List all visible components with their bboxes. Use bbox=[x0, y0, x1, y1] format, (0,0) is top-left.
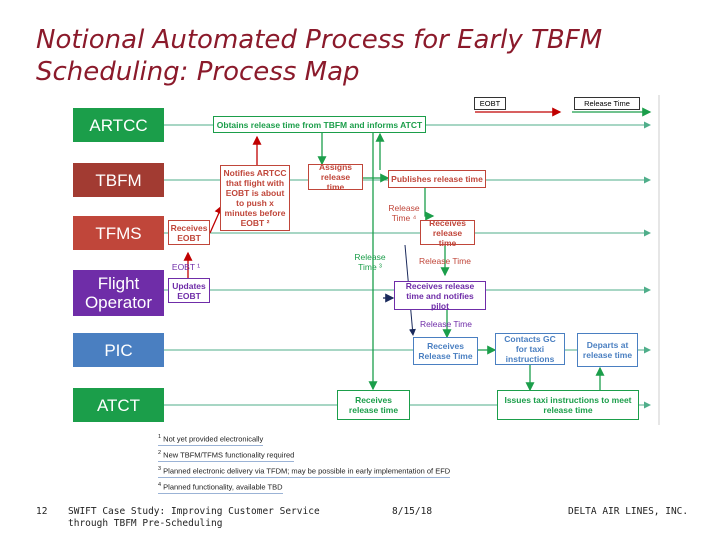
updates-eobt-box: Updates EOBT bbox=[168, 278, 210, 303]
receives-release-time-atct-box: Receives release time bbox=[337, 390, 410, 420]
label-release-time-fo: Release Time bbox=[420, 319, 472, 329]
receives-release-time-pic-box: Receives Release Time bbox=[413, 337, 478, 365]
lane-atct: ATCT bbox=[73, 388, 164, 422]
footer-page-number: 12 bbox=[36, 506, 48, 517]
lane-tfms: TFMS bbox=[73, 216, 164, 250]
footer-case-study: SWIFT Case Study: Improving Customer Ser… bbox=[68, 506, 320, 529]
legend-eobt: EOBT bbox=[474, 97, 506, 110]
contacts-gc-box: Contacts GC for taxi instructions bbox=[495, 333, 565, 365]
label-release-time-tfms: Release Time bbox=[419, 256, 471, 266]
assigns-release-time-box: Assigns release time bbox=[308, 162, 363, 192]
lane-pic: PIC bbox=[73, 333, 164, 367]
footer-company: DELTA AIR LINES, INC. bbox=[568, 506, 689, 517]
footer-date: 8/15/18 bbox=[392, 506, 433, 517]
page-title: Notional Automated Process for Early TBF… bbox=[36, 25, 603, 87]
lane-tbfm: TBFM bbox=[73, 163, 164, 197]
footnote-1: 1 Not yet provided electronically bbox=[158, 434, 264, 446]
release-time-4-arrow bbox=[424, 188, 435, 221]
footnote-3: 3 Planned electronic delivery via TFDM; … bbox=[158, 466, 451, 478]
publishes-release-time-box: Publishes release time bbox=[388, 170, 486, 188]
lane-flight-operator: Flight Operator bbox=[73, 270, 164, 316]
departs-at-release-time-box: Departs at release time bbox=[577, 333, 638, 367]
receives-release-time-tfms-box: Receives release time bbox=[420, 218, 475, 248]
footnote-2: 2 New TBFM/TFMS functionality required bbox=[158, 450, 295, 462]
obtains-release-time-box: Obtains release time from TBFM and infor… bbox=[213, 116, 426, 133]
issues-taxi-instructions-box: Issues taxi instructions to meet release… bbox=[497, 390, 639, 420]
notifies-artcc-box: Notifies ARTCC that flight with EOBT is … bbox=[220, 165, 290, 231]
legend-release-time: Release Time bbox=[574, 97, 640, 110]
receives-release-time-notifies-pilot-box: Receives release time and notifies pilot bbox=[394, 281, 486, 311]
lane-artcc: ARTCC bbox=[73, 108, 164, 142]
footnote-4: 4 Planned functionality, available TBD bbox=[158, 482, 283, 494]
receives-eobt-box: Receives EOBT bbox=[168, 220, 210, 245]
label-release-time-3: Release Time ³ bbox=[354, 252, 386, 272]
label-eobt-1: EOBT ¹ bbox=[171, 262, 201, 272]
label-release-time-4: Release Time ⁴ bbox=[388, 203, 420, 223]
